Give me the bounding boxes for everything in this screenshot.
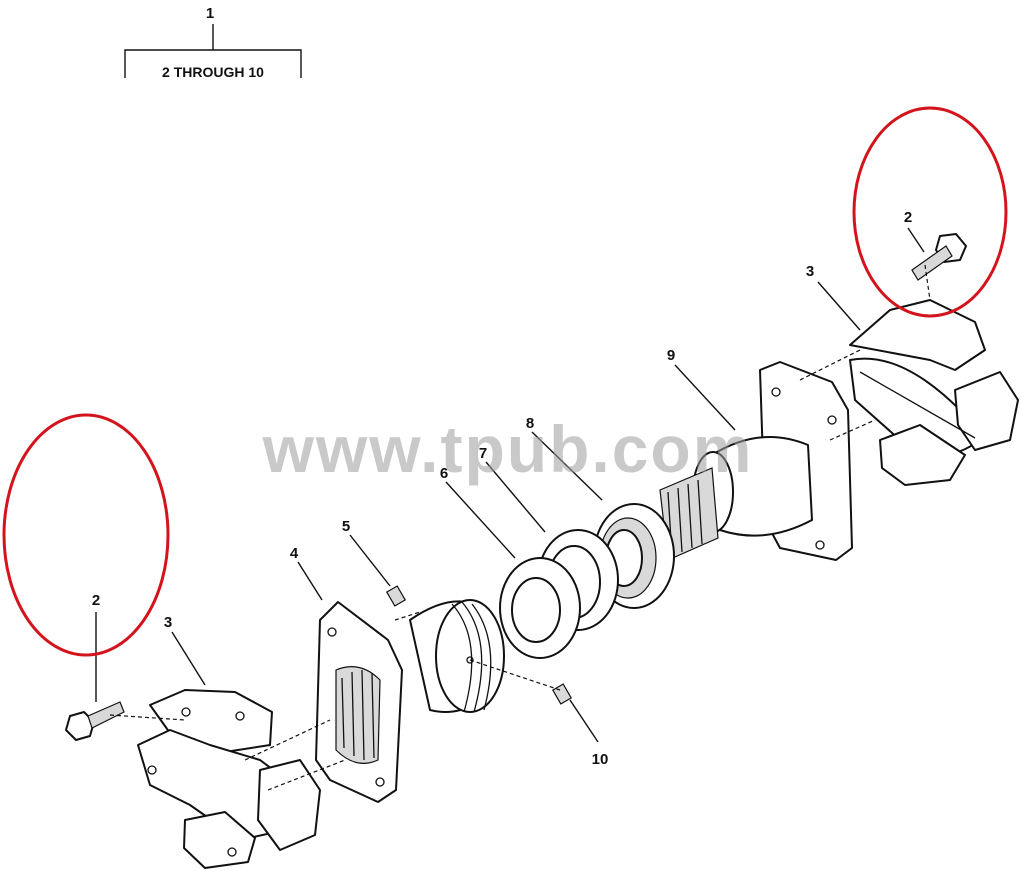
bolt-left-part [65, 701, 125, 741]
ujoint-right-cap-side [954, 371, 1019, 451]
alignment-lines [109, 264, 931, 791]
leader-seal-ring [445, 481, 516, 559]
setscrew-top [385, 585, 407, 607]
callout-seal-ring: 6 [440, 465, 448, 482]
ujoint-right-axis [859, 371, 976, 439]
alignment-line [469, 659, 561, 691]
ujoint-left-cap-bottom [183, 811, 256, 869]
yoke-hole [375, 777, 385, 787]
leader-lines [95, 227, 925, 743]
setscrew-top-part [385, 585, 407, 607]
bolt-left-thread [87, 701, 125, 729]
ujoint-left-hole [181, 707, 191, 717]
ujoint-left-hole [227, 847, 237, 857]
alignment-line [394, 611, 421, 621]
assembly-header: 1 2 THROUGH 10 [124, 5, 302, 80]
hub-grooves [451, 601, 492, 713]
callout-bolt-right: 2 [904, 209, 912, 226]
leader-setscrew-top [349, 534, 391, 587]
ujoint-left-cap-side [257, 759, 321, 851]
assembly-bracket [124, 49, 302, 78]
grooved-hub-part [409, 599, 505, 713]
yoke-spline-teeth [341, 669, 375, 761]
ujoint-right-cap-bottom [879, 424, 966, 486]
flange-hole [827, 415, 837, 425]
callout-ujoint-right: 3 [806, 263, 814, 280]
leader-flange-shaft [674, 364, 736, 431]
assembly-index-label: 1 [206, 5, 214, 22]
leader-bearing [531, 431, 603, 501]
ujoint-left-part [137, 689, 321, 869]
ujoint-left-hole [147, 765, 157, 775]
callout-retainer: 7 [479, 445, 487, 462]
yoke-hole [327, 627, 337, 637]
leader-retainer [485, 461, 546, 533]
highlight-circle-right [852, 106, 1008, 318]
flange-hole [771, 387, 781, 397]
leader-bolt-right [907, 227, 925, 253]
callout-bearing: 8 [526, 415, 534, 432]
highlight-circle-left [2, 413, 170, 657]
seal-ring-part [499, 557, 581, 659]
flange-shaft-part [659, 361, 853, 561]
hub-set-hole [466, 656, 474, 664]
leader-setscrew-bottom [569, 699, 599, 743]
assembly-range-label: 2 THROUGH 10 [162, 64, 264, 80]
alignment-line [244, 719, 331, 761]
bolt-left-head [65, 711, 95, 741]
setscrew-bottom-part [551, 683, 573, 705]
seal-inner [511, 577, 561, 643]
flange-hub [711, 436, 813, 537]
alignment-line [109, 714, 186, 721]
hub-end [435, 599, 505, 713]
ujoint-right-cap-top [849, 299, 986, 371]
watermark-text: www.tpub.com [262, 412, 754, 486]
callout-numbers: 2 3 9 8 7 6 5 4 3 2 10 [92, 209, 912, 768]
flange-hole [815, 540, 825, 550]
setscrew-bottom [551, 683, 573, 705]
yoke-part [315, 601, 403, 803]
highlight-marks [2, 106, 1008, 657]
bolt-right-thread [911, 245, 953, 281]
leader-yoke [297, 561, 323, 601]
callout-setscrew-bottom: 10 [592, 751, 609, 768]
alignment-line [924, 264, 931, 301]
ujoint-right-part [849, 299, 1019, 486]
callout-flange-shaft: 9 [667, 347, 675, 364]
leader-ujoint-right [817, 281, 861, 331]
ujoint-left-hole [235, 711, 245, 721]
yoke-spline-bore [335, 666, 381, 764]
bolt-right-part [911, 233, 967, 281]
leader-ujoint-left [171, 631, 206, 686]
callout-yoke: 4 [290, 545, 299, 562]
spline-teeth [667, 479, 703, 557]
callout-bolt-left: 2 [92, 592, 100, 609]
alignment-line [829, 419, 876, 441]
callout-ujoint-left: 3 [164, 614, 172, 631]
callout-setscrew-top: 5 [342, 518, 350, 535]
